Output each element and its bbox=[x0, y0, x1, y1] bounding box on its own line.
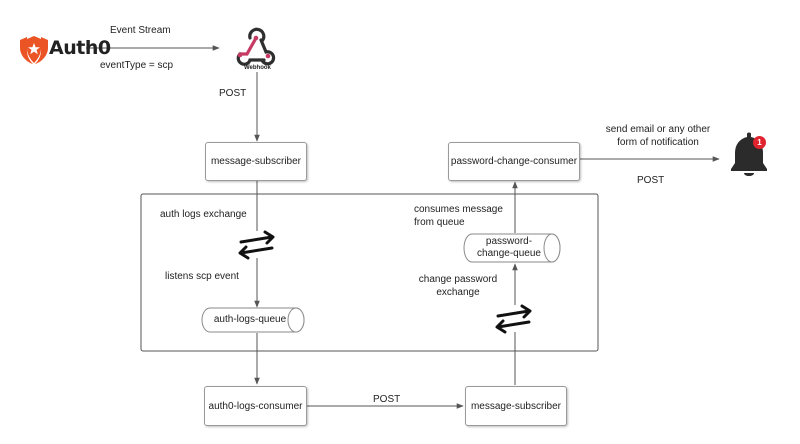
exchange-group-frame bbox=[140, 193, 599, 352]
password-change-consumer-box: password-change-consumer bbox=[448, 142, 580, 181]
auth-logs-queue-label: auth-logs-queue bbox=[213, 314, 287, 325]
label-event-stream: Event Stream bbox=[110, 25, 171, 36]
label-post-notification: POST bbox=[637, 175, 665, 186]
password-change-consumer-label: password-change-consumer bbox=[450, 156, 578, 167]
auth0-logs-consumer-label: auth0-logs-consumer bbox=[208, 400, 303, 412]
auth0-logs-consumer-box: auth0-logs-consumer bbox=[204, 386, 307, 426]
webhook-caption: Webhook bbox=[244, 65, 271, 71]
password-change-queue-label: password- change-queue bbox=[477, 236, 541, 259]
notification-badge: 1 bbox=[753, 136, 766, 149]
message-subscriber-bottom-label: message-subscriber bbox=[470, 400, 562, 412]
message-subscriber-top-box: message-subscriber bbox=[205, 142, 307, 181]
label-auth-logs-exchange: auth logs exchange bbox=[160, 209, 247, 220]
message-subscriber-top-label: message-subscriber bbox=[210, 156, 302, 167]
label-consumes-message: consumes message from queue bbox=[414, 204, 503, 228]
label-post-consumer: POST bbox=[373, 394, 401, 405]
label-listens-scp-event: listens scp event bbox=[165, 271, 239, 282]
label-change-password-exchange: change password exchange bbox=[418, 274, 498, 298]
label-event-type: eventType = scp bbox=[100, 60, 174, 71]
auth0-shield-icon bbox=[20, 36, 48, 64]
webhook-icon bbox=[236, 27, 276, 66]
exchange-arrows-icon-2 bbox=[495, 304, 532, 334]
message-subscriber-bottom-box: message-subscriber bbox=[465, 386, 567, 426]
label-post-webhook: POST bbox=[219, 88, 247, 99]
password-change-queue-cylinder bbox=[463, 233, 561, 263]
auth0-brand: Auth0 bbox=[49, 37, 111, 59]
auth-logs-queue-cylinder bbox=[201, 307, 305, 333]
label-send-email: send email or any other form of notifica… bbox=[605, 124, 711, 148]
exchange-arrows-icon bbox=[238, 230, 275, 260]
